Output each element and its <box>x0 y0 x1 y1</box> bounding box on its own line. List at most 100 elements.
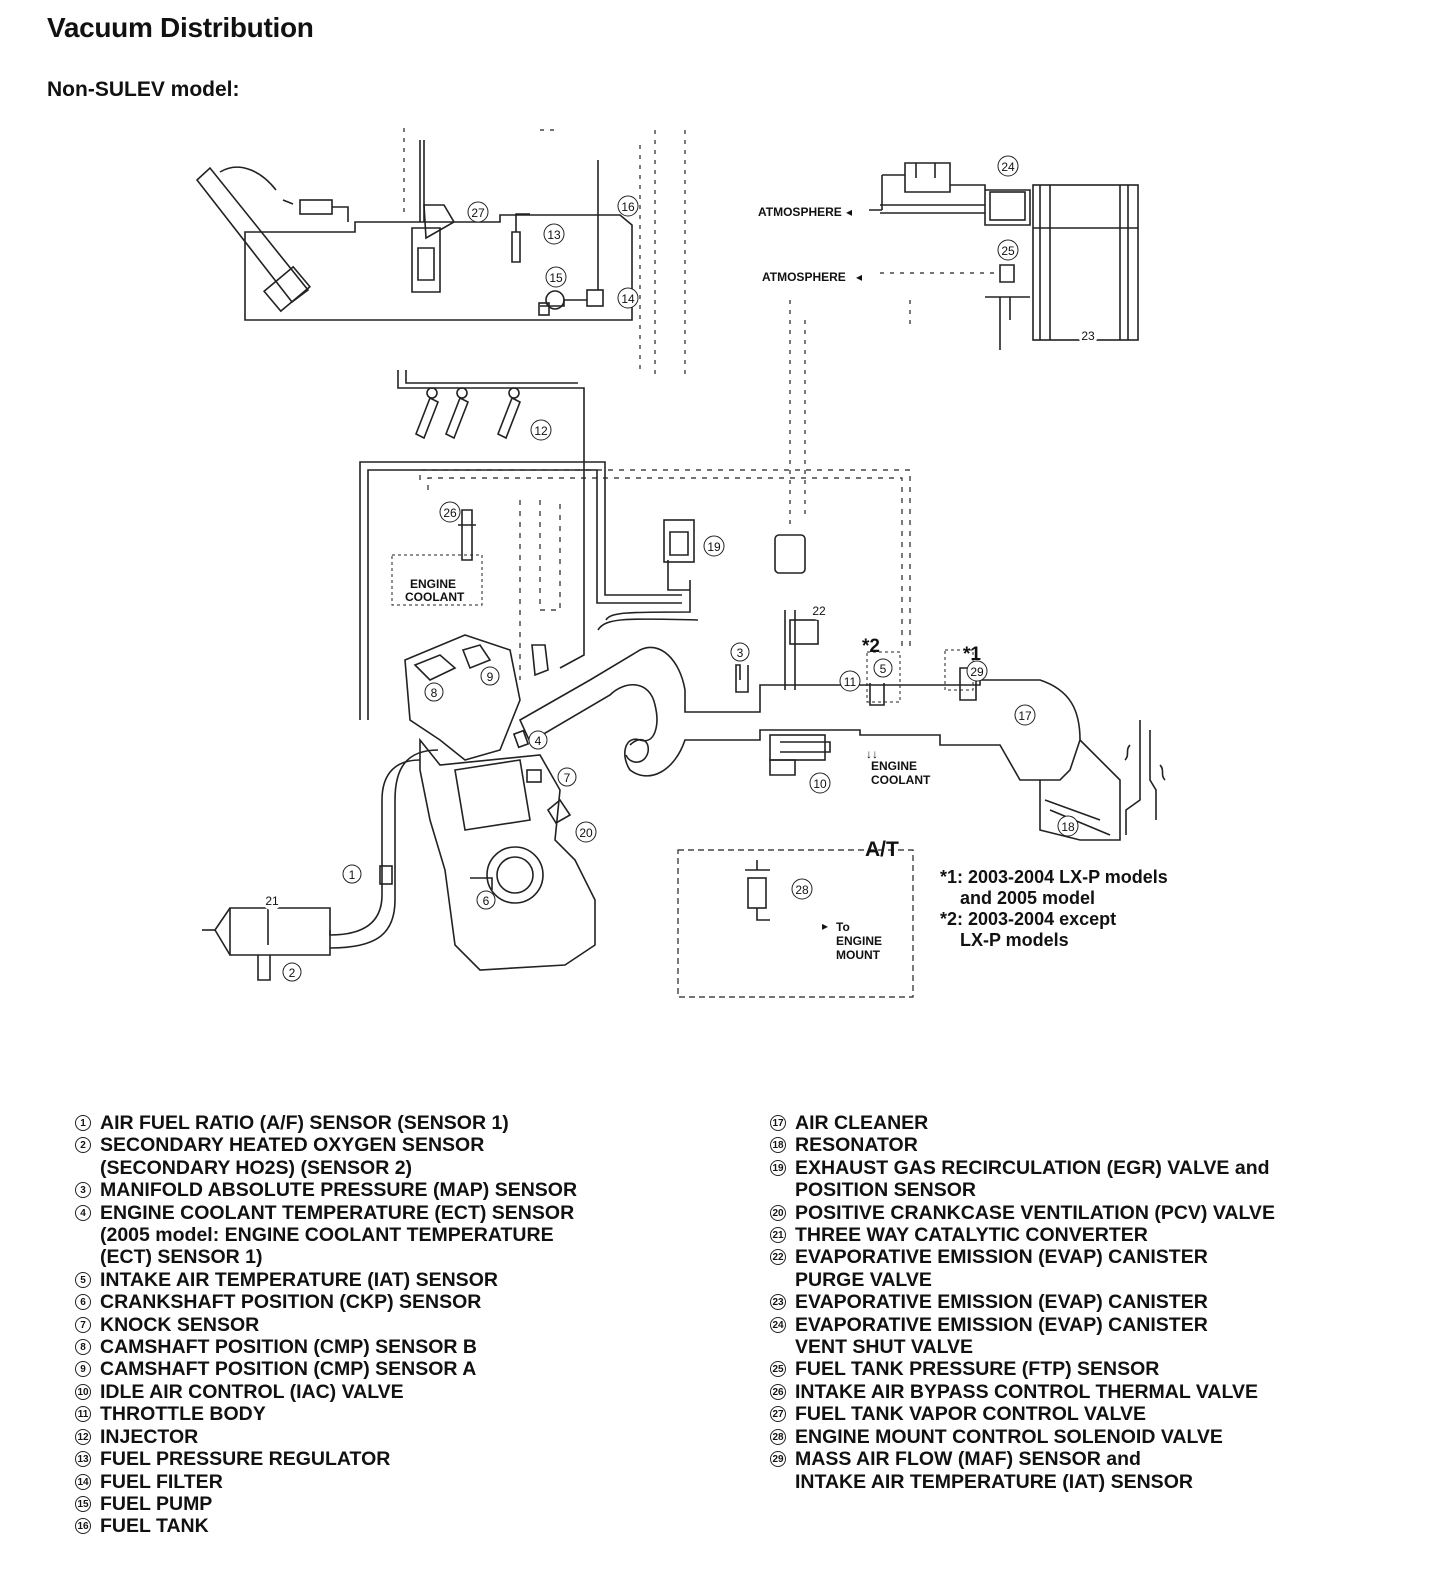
vacuum-hose-lines <box>359 461 699 720</box>
page-title: Vacuum Distribution <box>47 12 314 43</box>
legend-number: 10 <box>75 1383 91 1400</box>
legend-text: IDLE AIR CONTROL (IAC) VALVE <box>100 1380 404 1403</box>
svg-text:10: 10 <box>813 777 827 791</box>
fuel-tank-drawing <box>195 140 633 321</box>
legend-text: FUEL TANK VAPOR CONTROL VALVE <box>795 1403 1147 1426</box>
egr-valve-drawing <box>663 519 695 591</box>
purge-valve-drawing <box>774 534 819 690</box>
legend-number: 20 <box>770 1204 786 1221</box>
legend-number: 28 <box>770 1428 786 1445</box>
callout-28: 28 <box>791 878 813 900</box>
callout-13: 13 <box>543 223 565 245</box>
legend-number: 22 <box>770 1249 786 1266</box>
engine-coolant-label-2b: COOLANT <box>871 773 931 787</box>
legend-text: MANIFOLD ABSOLUTE PRESSURE (MAP) SENSOR <box>100 1179 578 1202</box>
injector-drawing <box>397 370 585 669</box>
legend-number: 24 <box>770 1316 786 1333</box>
legend-text: INJECTOR <box>100 1425 199 1448</box>
engine-sensors-drawing <box>512 644 572 825</box>
svg-text:3: 3 <box>737 646 744 660</box>
callout-2: 2 <box>282 962 302 982</box>
legend-text: SECONDARY HEATED OXYGEN SENSOR (SECONDAR… <box>100 1134 485 1179</box>
legend-number: 15 <box>75 1495 91 1512</box>
legend-text: KNOCK SENSOR <box>100 1313 260 1336</box>
marker-star1: *1 <box>963 644 981 665</box>
legend-text: FUEL FILTER <box>100 1470 223 1493</box>
note-line-1: *1: 2003-2004 LX-P models <box>940 867 1168 887</box>
legend-text: FUEL PRESSURE REGULATOR <box>100 1448 391 1471</box>
atmosphere-label-1: ATMOSPHERE <box>758 205 842 219</box>
legend-number: 8 <box>75 1339 91 1356</box>
svg-text:25: 25 <box>1001 244 1015 258</box>
legend-number: 9 <box>75 1361 91 1378</box>
at-box <box>677 849 914 998</box>
legend-text: EVAPORATIVE EMISSION (EVAP) CANISTER VEN… <box>795 1313 1208 1359</box>
legend-text: THREE WAY CATALYTIC CONVERTER <box>795 1224 1148 1247</box>
svg-text:29: 29 <box>970 665 984 679</box>
legend-item: 14 FUEL FILTER <box>75 1471 715 1493</box>
svg-text:2: 2 <box>289 966 296 980</box>
svg-text:5: 5 <box>880 662 887 676</box>
legend-number: 6 <box>75 1294 91 1311</box>
callout-23: 23 <box>1078 325 1098 345</box>
svg-text:9: 9 <box>487 670 494 684</box>
svg-text:26: 26 <box>443 506 457 520</box>
legend-number: 12 <box>75 1428 91 1445</box>
callout-7: 7 <box>557 767 577 787</box>
atmosphere-arrow-1: ◂ <box>846 205 852 219</box>
callout-27: 27 <box>467 201 489 223</box>
to-engine-mount-label-2: ENGINE <box>836 934 882 948</box>
callout-5: 5 <box>873 658 893 678</box>
svg-text:17: 17 <box>1018 709 1032 723</box>
svg-text:28: 28 <box>795 883 809 897</box>
note-line-2: and 2005 model <box>960 888 1095 908</box>
engine-coolant-label-1a: ENGINE <box>410 577 456 591</box>
legend-number: 2 <box>75 1137 91 1154</box>
legend-number: 1 <box>75 1115 91 1131</box>
callout-16: 16 <box>617 195 639 217</box>
legend-text: EXHAUST GAS RECIRCULATION (EGR) VALVE an… <box>795 1156 1270 1202</box>
vacuum-diagram: 1 2 3 4 5 6 7 8 9 10 11 12 13 14 15 16 1… <box>195 128 1168 998</box>
legend-text: FUEL PUMP <box>100 1492 213 1515</box>
callout-4: 4 <box>528 730 548 750</box>
legend-item: 7 KNOCK SENSOR <box>75 1314 715 1336</box>
svg-text:19: 19 <box>707 540 721 554</box>
legend-number: 7 <box>75 1316 91 1333</box>
svg-text:23: 23 <box>1081 329 1095 343</box>
legend-text: FUEL TANK PRESSURE (FTP) SENSOR <box>795 1358 1160 1381</box>
legend-text: CAMSHAFT POSITION (CMP) SENSOR A <box>100 1358 477 1381</box>
legend-item: 9 CAMSHAFT POSITION (CMP) SENSOR A <box>75 1358 715 1380</box>
callout-22: 22 <box>809 600 829 620</box>
callout-26: 26 <box>439 501 461 523</box>
svg-text:11: 11 <box>844 675 857 689</box>
svg-text:27: 27 <box>471 206 485 220</box>
legend-text: ENGINE MOUNT CONTROL SOLENOID VALVE <box>795 1425 1223 1448</box>
note-line-3: *2: 2003-2004 except <box>940 909 1116 929</box>
svg-text:21: 21 <box>265 894 279 908</box>
exhaust-drawing <box>202 749 439 981</box>
svg-text:16: 16 <box>621 200 635 214</box>
bypass-hose-dashed <box>419 469 911 680</box>
intake-path-drawing <box>518 646 1166 841</box>
legend-number: 14 <box>75 1473 91 1490</box>
svg-text:12: 12 <box>534 424 548 438</box>
legend-text: MASS AIR FLOW (MAF) SENSOR and INTAKE AI… <box>795 1448 1193 1493</box>
engine-coolant-label-1b: COOLANT <box>405 590 465 604</box>
legend-text: AIR CLEANER <box>795 1112 929 1134</box>
legend-item: 28 ENGINE MOUNT CONTROL SOLENOID VALVE <box>770 1426 1420 1448</box>
callout-21: 21 <box>262 890 282 910</box>
legend-number: 18 <box>770 1137 786 1154</box>
legend-number: 29 <box>770 1451 786 1468</box>
